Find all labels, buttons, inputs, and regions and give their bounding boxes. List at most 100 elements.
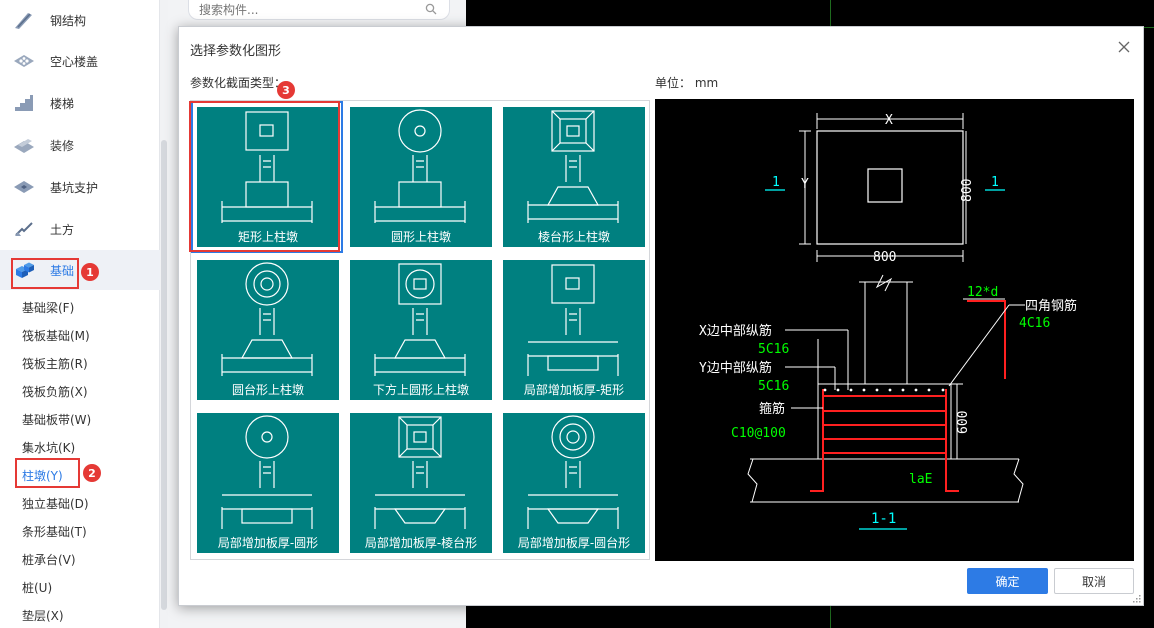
category-label: 空心楼盖 [50, 55, 99, 69]
shape-label: 圆台形上柱墩 [231, 383, 304, 397]
dialog-title: 选择参数化图形 [190, 44, 282, 59]
shape-label: 局部增加板厚-圆台形 [517, 536, 631, 550]
dim-y-text: Y [801, 177, 809, 192]
category-pit-support[interactable]: 基坑支护 [0, 167, 160, 207]
pier-thumbnail-drawing [374, 109, 466, 223]
shape-thumbnail [527, 415, 619, 529]
shape-grid: 矩形上柱墩 圆形上柱墩 棱台形上柱墩 圆台形上柱墩 下方上圆形上柱墩 局部增加板… [190, 100, 650, 560]
annotation-box-rect-pier [189, 101, 340, 252]
shape-option-thicken-rect[interactable]: 局部增加板厚-矩形 [497, 254, 649, 406]
x-mid-bar-label: X边中部纵筋 [699, 323, 772, 339]
decoration-icon [14, 139, 34, 153]
shape-thumbnail [221, 262, 313, 376]
dim-x-text: X [885, 113, 893, 128]
subitem-pile[interactable]: 桩(U) [22, 581, 53, 595]
category-label: 装修 [50, 139, 75, 153]
subitem-raft-foundation[interactable]: 筏板基础(M) [22, 329, 90, 343]
subitem-strip-footing[interactable]: 条形基础(T) [22, 525, 87, 539]
category-hollow-floor[interactable]: 空心楼盖 [0, 41, 160, 81]
shape-thumbnail [527, 110, 619, 223]
earthwork-icon [15, 222, 33, 236]
shape-option-square-circle-pier[interactable]: 下方上圆形上柱墩 [344, 254, 496, 406]
foundation-icon [16, 262, 34, 278]
category-label: 钢结构 [50, 14, 87, 28]
category-foundation[interactable]: 基础 [0, 250, 160, 290]
search-icon[interactable] [425, 3, 437, 15]
shape-thumbnail [221, 415, 313, 529]
pier-thumbnail-drawing [221, 262, 313, 376]
shape-thumbnail [374, 416, 466, 529]
subitem-isolated-footing[interactable]: 独立基础(D) [22, 497, 89, 511]
category-stairs[interactable]: 楼梯 [0, 83, 160, 123]
shape-option-thicken-circle[interactable]: 局部增加板厚-圆形 [191, 407, 343, 559]
category-label: 基坑支护 [50, 181, 99, 195]
section-type-label: 参数化截面类型： [190, 76, 287, 90]
shape-option-circle-pier[interactable]: 圆形上柱墩 [344, 101, 496, 253]
lae-label: laE [909, 472, 932, 487]
subitem-sump-pit[interactable]: 集水坑(K) [22, 441, 76, 455]
annotation-badge-3: 3 [277, 81, 295, 99]
subitem-cushion[interactable]: 垫层(X) [22, 609, 64, 623]
stirrup-label: 箍筋 [759, 401, 785, 417]
shape-option-thicken-frustum[interactable]: 局部增加板厚-棱台形 [344, 407, 496, 559]
scrollbar-thumb[interactable] [161, 140, 167, 610]
shape-option-thicken-cone-frustum[interactable]: 局部增加板厚-圆台形 [497, 407, 649, 559]
shape-option-frustum-pier[interactable]: 棱台形上柱墩 [497, 101, 649, 253]
category-label: 土方 [50, 223, 75, 237]
shape-label: 局部增加板厚-棱台形 [364, 536, 478, 550]
corner-bar-value: 4C16 [1019, 316, 1050, 331]
category-steel-structure[interactable]: 钢结构 [0, 0, 160, 40]
pit-support-icon [14, 181, 34, 193]
cancel-button[interactable]: 取消 [1054, 568, 1134, 594]
subitem-raft-main-rebar[interactable]: 筏板主筋(R) [22, 357, 88, 371]
y-mid-bar-label: Y边中部纵筋 [699, 360, 772, 376]
annotation-badge-2: 2 [83, 464, 101, 482]
shape-thumbnail [527, 264, 619, 376]
section-mark-left: 1 [772, 175, 780, 190]
category-label: 楼梯 [50, 97, 75, 111]
shape-tile: 局部增加板厚-矩形 [503, 260, 645, 400]
resize-grip-icon[interactable] [1131, 593, 1141, 603]
close-icon[interactable] [1117, 40, 1131, 54]
shape-tile: 局部增加板厚-圆台形 [503, 413, 645, 553]
annotation-box-foundation [11, 258, 79, 289]
shape-label: 圆形上柱墩 [390, 230, 451, 244]
plan-view: X Y 800 800 1 1 [765, 113, 1005, 265]
search-box[interactable] [188, 0, 450, 20]
pier-thumbnail-drawing [374, 416, 466, 529]
shape-preview: X Y 800 800 1 1 [655, 99, 1134, 561]
corner-bar-label: 四角钢筋 [1025, 298, 1077, 314]
subitem-foundation-strip[interactable]: 基础板带(W) [22, 413, 92, 427]
category-earthwork[interactable]: 土方 [0, 209, 160, 249]
search-input[interactable] [199, 2, 419, 17]
subitem-raft-negative-rebar[interactable]: 筏板负筋(X) [22, 385, 88, 399]
annotation-badge-1: 1 [81, 263, 99, 281]
category-decoration[interactable]: 装修 [0, 125, 160, 165]
subitem-foundation-beam[interactable]: 基础梁(F) [22, 301, 75, 315]
subitem-pile-cap[interactable]: 桩承台(V) [22, 553, 76, 567]
pier-thumbnail-drawing [221, 415, 313, 529]
pier-thumbnail-drawing [374, 263, 466, 376]
dim-800-v-text: 800 [960, 179, 975, 202]
stirrup-value: C10@100 [731, 426, 786, 441]
shape-label: 矩形上柱墩 [237, 230, 298, 244]
shape-option-cone-frustum-pier[interactable]: 圆台形上柱墩 [191, 254, 343, 406]
subitem-column-pier[interactable]: 柱墩(Y) [22, 469, 63, 483]
pier-thumbnail-drawing [527, 415, 619, 529]
component-sidebar: 钢结构 空心楼盖 楼梯 装修 基坑支护 土方 基础 [0, 0, 160, 628]
shape-tile: 下方上圆形上柱墩 [350, 260, 492, 400]
select-parametric-shape-dialog: 选择参数化图形 参数化截面类型： 3 单位： mm 矩形上柱墩 圆形上柱墩 棱台… [178, 26, 1144, 606]
shape-tile: 局部增加板厚-棱台形 [350, 413, 492, 553]
y-mid-bar-value: 5C16 [758, 379, 789, 394]
sidebar-scrollbar[interactable] [160, 0, 168, 628]
dim-12d-text: 12*d [967, 285, 998, 300]
stairs-icon [15, 95, 33, 111]
shape-label: 下方上圆形上柱墩 [372, 383, 469, 397]
preview-drawing: X Y 800 800 1 1 [699, 113, 1077, 530]
shape-option-rect-pier[interactable]: 矩形上柱墩 [191, 101, 343, 253]
shape-tile: 圆台形上柱墩 [197, 260, 339, 400]
shape-tile: 圆形上柱墩 [350, 107, 492, 247]
unit-label: 单位： mm [655, 76, 719, 90]
hollow-floor-icon [14, 55, 34, 67]
ok-button[interactable]: 确定 [967, 568, 1048, 594]
